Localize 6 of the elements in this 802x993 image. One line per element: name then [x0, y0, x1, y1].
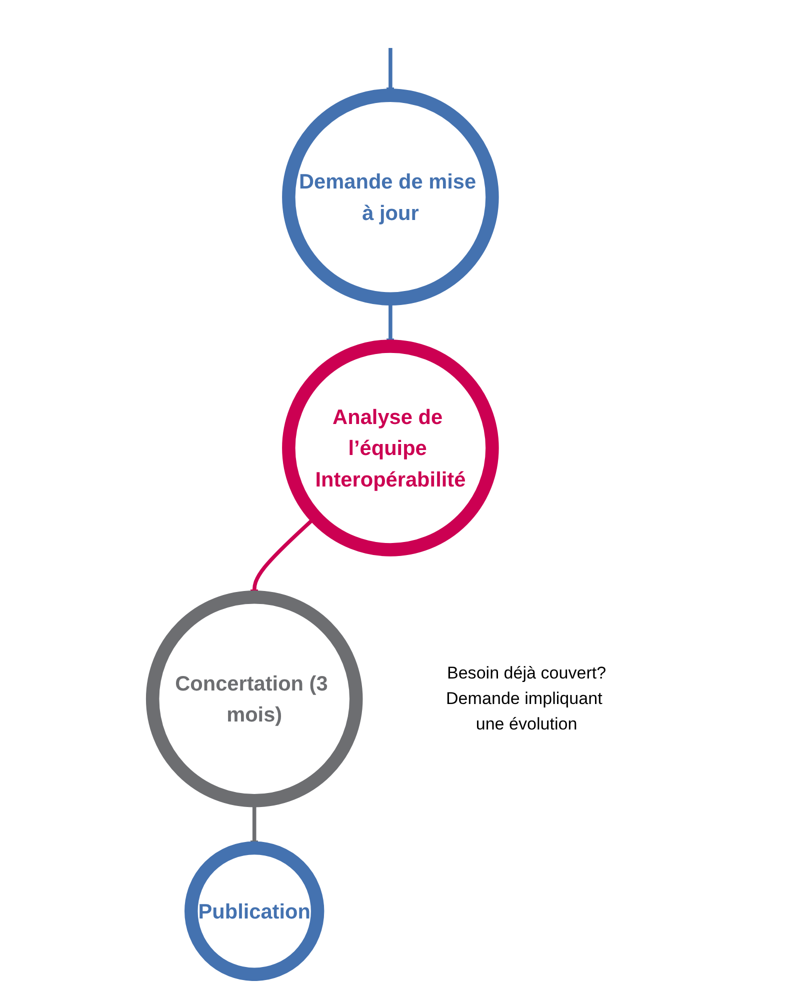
node-circle: Publication — [184, 840, 324, 981]
node-circle: Concertation (3 mois) — [146, 590, 363, 807]
node-label: Besoin déjà couvert? — [446, 662, 606, 682]
node-label: Demande impliquant une évolution — [446, 688, 602, 733]
node-circle: Analyse de l’équipe Interopérabilité — [282, 339, 499, 556]
node-circle: Demande de mise à jour — [282, 88, 499, 305]
